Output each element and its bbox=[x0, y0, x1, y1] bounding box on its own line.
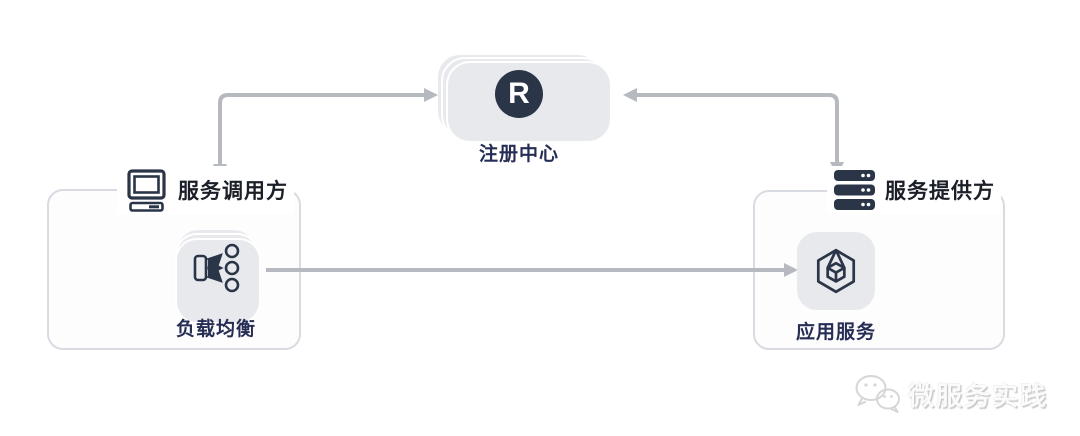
wechat-icon bbox=[852, 372, 902, 416]
provider-title: 服务提供方 bbox=[885, 180, 995, 203]
registry-provider-arrow bbox=[623, 88, 844, 176]
load-balancer-card bbox=[178, 230, 254, 306]
loadbalancer-appservice-arrow bbox=[266, 263, 798, 277]
registry-letter: R bbox=[508, 77, 530, 110]
r-badge-icon: R bbox=[495, 70, 543, 118]
caller-title: 服务调用方 bbox=[178, 180, 288, 203]
caller-registry-arrow bbox=[213, 88, 438, 178]
app-service-card bbox=[797, 232, 875, 310]
server-stack-icon bbox=[833, 169, 876, 211]
provider-header: 服务提供方 bbox=[827, 166, 1001, 214]
watermark: 微服务实践 bbox=[852, 372, 1048, 416]
app-service-label: 应用服务 bbox=[795, 322, 876, 343]
caller-header: 服务调用方 bbox=[117, 166, 294, 214]
load-balancer-icon bbox=[191, 243, 241, 293]
load-balancer-label: 负载均衡 bbox=[175, 319, 256, 340]
cube-icon bbox=[811, 246, 861, 296]
registry-label: 注册中心 bbox=[478, 144, 559, 165]
registry-card: R bbox=[438, 55, 600, 133]
watermark-text: 微服务实践 bbox=[908, 380, 1049, 411]
desktop-computer-icon bbox=[123, 168, 169, 213]
